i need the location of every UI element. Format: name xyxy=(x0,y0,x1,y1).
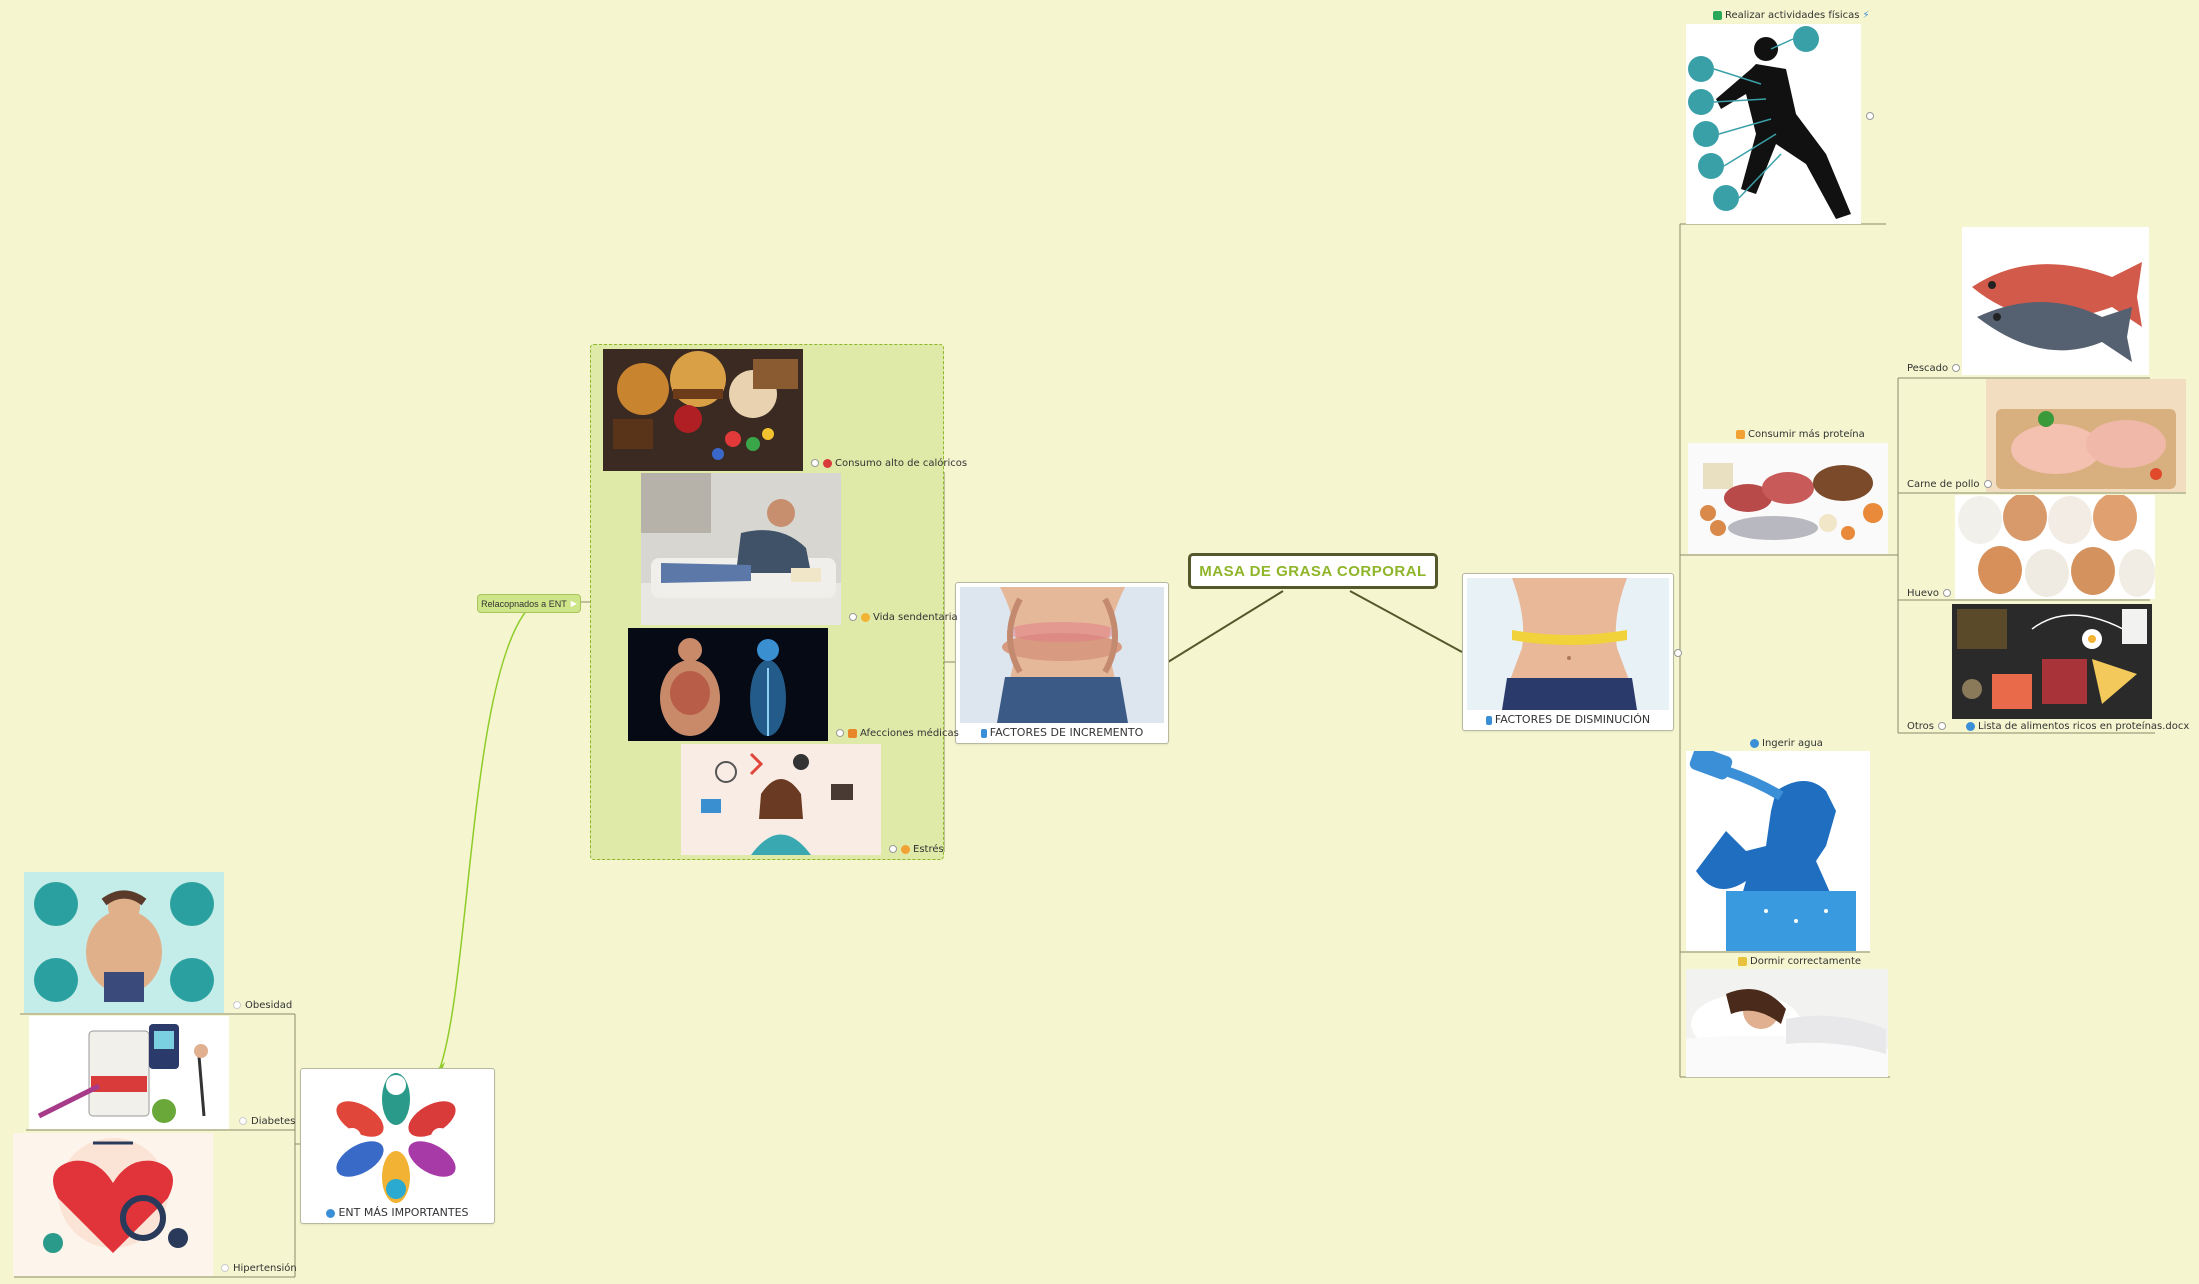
collapse-dot-icon[interactable] xyxy=(836,729,844,737)
ent-title: ENT MÁS IMPORTANTES xyxy=(301,1206,494,1219)
decrease-factors-node[interactable]: FACTORES DE DISMINUCIÓN xyxy=(1462,573,1674,731)
runner-anatomy-image xyxy=(1686,24,1861,224)
increase-item-sedentary[interactable]: Vida sendentaria xyxy=(849,612,958,623)
collapse-dot-icon[interactable] xyxy=(849,613,857,621)
relation-tag[interactable]: Relacopnados a ENT ▶ xyxy=(477,594,581,613)
monitor-icon xyxy=(848,728,857,738)
arrow-down-icon xyxy=(1485,715,1492,725)
decrease-title: FACTORES DE DISMINUCIÓN xyxy=(1463,713,1673,726)
protein-foods-image xyxy=(1688,443,1888,554)
eggs-image xyxy=(1955,495,2155,599)
protein-egg[interactable]: Huevo xyxy=(1907,588,1955,599)
arrow-up-icon xyxy=(980,728,987,738)
protein-attachment[interactable]: Lista de alimentos ricos en proteínas.do… xyxy=(1966,721,2189,732)
decrease-item-exercise[interactable]: Realizar actividades físicas⚡ xyxy=(1713,10,1870,21)
increase-title: FACTORES DE INCREMENTO xyxy=(956,726,1168,739)
central-topic-label: MASA DE GRASA CORPORAL xyxy=(1199,562,1427,580)
warning-icon xyxy=(1736,429,1745,439)
collapse-dot-icon[interactable] xyxy=(1943,589,1952,597)
diabetes-image xyxy=(29,1016,229,1129)
ent-item-diabetes[interactable]: Diabetes xyxy=(239,1116,295,1127)
info-icon xyxy=(326,1208,336,1218)
pencil-icon xyxy=(1738,956,1747,966)
chicken-image xyxy=(1986,379,2186,492)
sleeping-image xyxy=(1686,969,1888,1077)
collapse-dot-icon[interactable] xyxy=(1866,112,1874,120)
junk-food-image xyxy=(603,349,803,471)
increase-item-medical[interactable]: Afecciones médicas xyxy=(836,728,959,739)
collapse-dot-icon[interactable] xyxy=(1952,364,1961,372)
info-icon xyxy=(1966,721,1975,731)
fish-image xyxy=(1962,227,2149,375)
smile-icon xyxy=(861,612,870,622)
collapse-dot-icon[interactable] xyxy=(811,459,819,467)
collapse-dot-icon[interactable] xyxy=(1983,480,1992,488)
protein-others[interactable]: Otros xyxy=(1907,721,1950,732)
decrease-item-protein[interactable]: Consumir más proteína xyxy=(1736,429,1865,440)
stop-icon xyxy=(823,458,832,468)
central-topic[interactable]: MASA DE GRASA CORPORAL xyxy=(1188,553,1438,589)
obesity-image xyxy=(24,872,224,1013)
increase-factors-node[interactable]: FACTORES DE INCREMENTO xyxy=(955,582,1169,744)
link-icon: ⚡ xyxy=(1862,10,1870,21)
collapse-dot-icon[interactable] xyxy=(221,1264,229,1272)
medical-conditions-image xyxy=(628,628,828,741)
running-icon xyxy=(1713,10,1722,20)
ent-flower-icon xyxy=(319,1073,474,1203)
ent-item-hypertension[interactable]: Hipertensión xyxy=(221,1263,297,1274)
collapse-dot-icon[interactable] xyxy=(1674,649,1682,657)
arrow-right-icon: ▶ xyxy=(570,599,577,608)
ent-item-obesity[interactable]: Obesidad xyxy=(233,1000,292,1011)
stress-image xyxy=(681,744,881,855)
hypertension-image xyxy=(13,1133,213,1276)
decrease-item-water[interactable]: Ingerir agua xyxy=(1750,738,1823,749)
protein-chicken[interactable]: Carne de pollo xyxy=(1907,479,1996,490)
person-icon xyxy=(1750,738,1759,748)
decrease-item-sleep[interactable]: Dormir correctamente xyxy=(1738,956,1861,967)
measuring-tape-waist-image xyxy=(1467,578,1669,710)
waist-fat-image xyxy=(960,587,1164,723)
increase-item-calories[interactable]: Consumo alto de calóricos xyxy=(811,458,967,469)
ent-node[interactable]: ENT MÁS IMPORTANTES xyxy=(300,1068,495,1224)
increase-item-stress[interactable]: Estrés xyxy=(889,844,944,855)
collapse-dot-icon[interactable] xyxy=(889,845,897,853)
sad-face-icon xyxy=(901,844,910,854)
sedentary-image xyxy=(641,473,841,625)
drinking-water-image xyxy=(1686,751,1870,951)
protein-foods-board-image xyxy=(1952,604,2152,719)
protein-fish[interactable]: Pescado xyxy=(1907,363,1964,374)
collapse-dot-icon[interactable] xyxy=(239,1117,247,1125)
collapse-dot-icon[interactable] xyxy=(1938,722,1947,730)
collapse-dot-icon[interactable] xyxy=(233,1001,241,1009)
